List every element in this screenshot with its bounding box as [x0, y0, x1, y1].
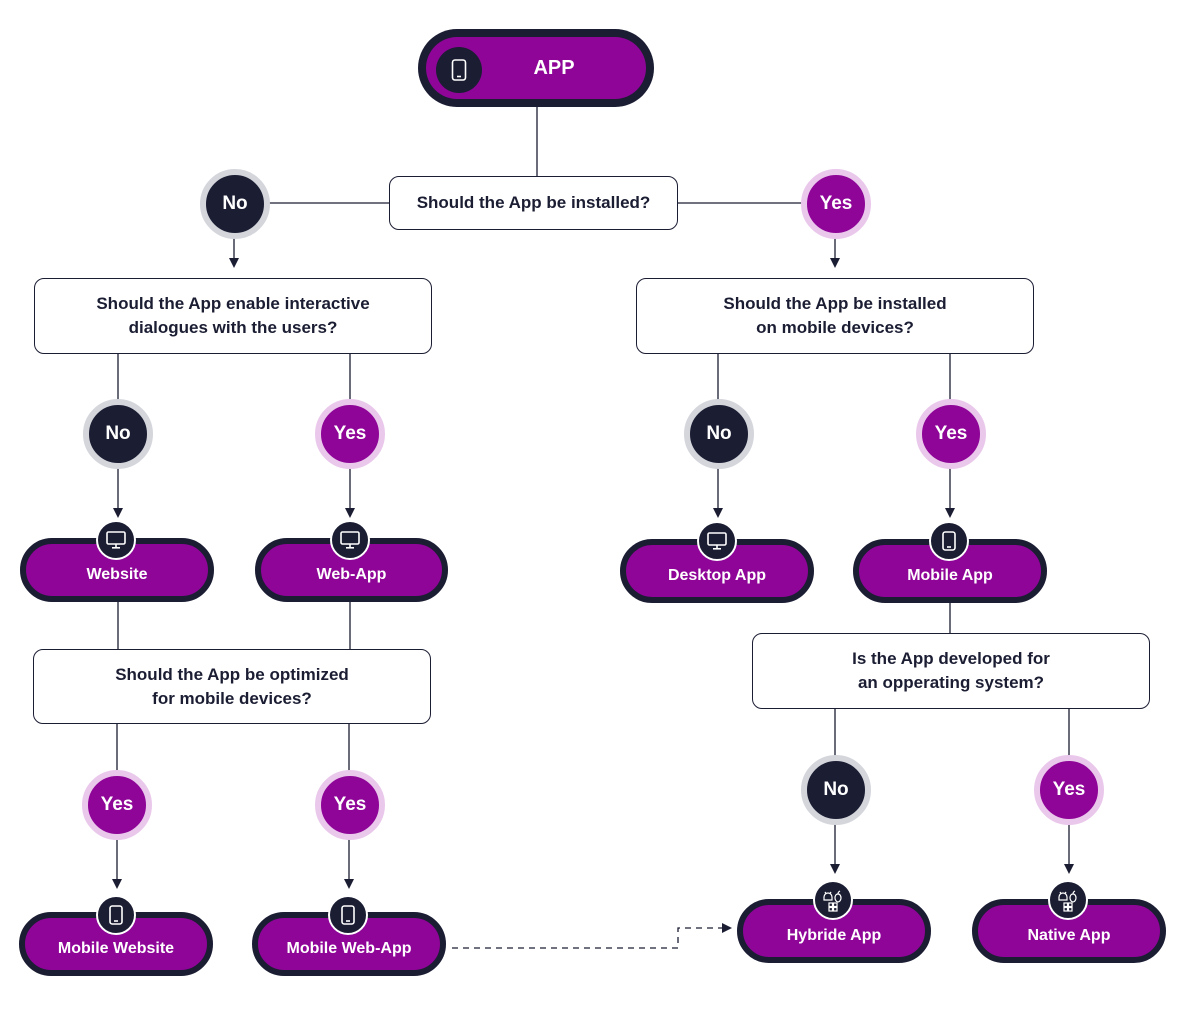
question-interactive-line-1: Should the App enable interactive	[96, 294, 370, 313]
question-interactive-line-2: dialogues with the users?	[128, 318, 338, 337]
question-optimized: Should the App be optimized for mobile d…	[33, 649, 431, 724]
result-hybride-app-label: Hybride App	[786, 927, 882, 944]
result-mobile-app-label: Mobile App	[907, 567, 993, 584]
badge-interactive-yes: Yes	[315, 399, 385, 469]
monitor-icon	[697, 521, 737, 561]
badge-interactive-no: No	[83, 399, 153, 469]
badge-installed-no: No	[200, 169, 270, 239]
result-website-label: Website	[86, 566, 148, 583]
mobile-icon	[436, 47, 482, 93]
question-interactive: Should the App enable interactive dialog…	[34, 278, 432, 354]
result-web-app-label: Web-App	[316, 566, 387, 583]
question-mobile-install-line-1: Should the App be installed	[723, 294, 947, 313]
mobile-icon	[929, 521, 969, 561]
os-logos-icon	[813, 880, 853, 920]
badge-optimized-yes-1: Yes	[82, 770, 152, 840]
badge-os-yes: Yes	[1034, 755, 1104, 825]
badge-mobile-no: No	[684, 399, 754, 469]
result-mobile-web-app-label: Mobile Web-App	[286, 940, 412, 957]
monitor-icon	[330, 520, 370, 560]
badge-optimized-yes-2: Yes	[315, 770, 385, 840]
root-app-node: APP	[418, 29, 654, 107]
mobile-icon	[96, 895, 136, 935]
mobile-icon	[328, 895, 368, 935]
result-mobile-website-label: Mobile Website	[57, 940, 175, 957]
result-native-app-label: Native App	[1027, 927, 1111, 944]
question-optimized-line-2: for mobile devices?	[152, 688, 312, 708]
question-mobile-install: Should the App be installed on mobile de…	[636, 278, 1034, 354]
question-os-line-2: an opperating system?	[857, 673, 1045, 692]
badge-os-no: No	[801, 755, 871, 825]
question-optimized-line-1: Should the App be optimized	[115, 664, 349, 684]
badge-mobile-yes: Yes	[916, 399, 986, 469]
os-logos-icon	[1048, 880, 1088, 920]
dashed-arrow-webapp-hybride	[452, 923, 732, 949]
question-mobile-install-line-2: on mobile devices?	[756, 318, 914, 337]
monitor-icon	[96, 520, 136, 560]
root-app-label: APP	[533, 56, 575, 79]
question-os: Is the App developed for an opperating s…	[752, 633, 1150, 709]
question-installed: Should the App be installed?	[389, 176, 678, 230]
question-installed-line-1: Should the App be installed?	[416, 193, 651, 212]
question-os-line-1: Is the App developed for	[852, 649, 1050, 668]
result-desktop-app-label: Desktop App	[667, 567, 767, 584]
badge-installed-yes: Yes	[801, 169, 871, 239]
